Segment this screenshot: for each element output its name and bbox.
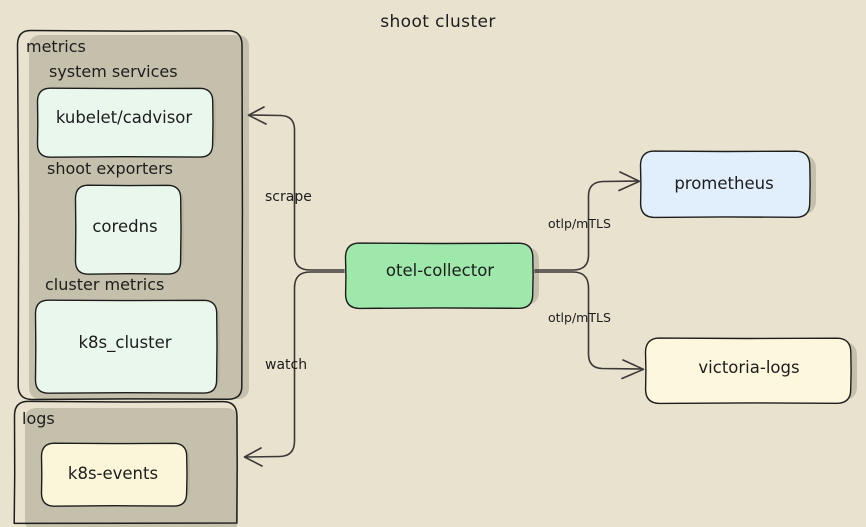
node-otel-box [344, 242, 534, 310]
node-kubelet-label: kubelet/cadvisor [56, 108, 193, 127]
node-prometheus[interactable]: prometheus [639, 150, 817, 219]
node-k8s-events[interactable]: k8s-events [40, 442, 191, 507]
edge-scrape [247, 106, 345, 271]
node-victoria-logs[interactable]: victoria-logs [644, 337, 858, 405]
edge-watch-line [245, 271, 345, 458]
edge-otlp-vl-arrowhead [621, 359, 645, 380]
node-victoria-box [644, 337, 852, 405]
group-metrics-outline [16, 29, 244, 401]
node-kubelet-box [36, 87, 214, 158]
edge-otlp-prom-line [534, 180, 639, 271]
edge-otlp-prom-label: otlp/mTLS [548, 216, 611, 231]
node-coredns-label: coredns [92, 217, 157, 236]
edge-watch-arrowhead [243, 447, 263, 467]
group-logs-label: logs [22, 409, 55, 428]
node-k8s-events-box [40, 442, 188, 507]
node-coredns[interactable]: coredns [74, 184, 185, 275]
node-victoria-label: victoria-logs [698, 358, 799, 377]
node-k8s-cluster-box [34, 299, 218, 394]
node-coredns-box [74, 184, 182, 275]
node-k8s-cluster[interactable]: k8s_cluster [34, 299, 221, 394]
edge-otlp-victoria [534, 271, 645, 380]
edge-scrape-arrowhead [247, 106, 267, 125]
edge-otlp-prometheus [534, 171, 641, 271]
node-k8s-events-label: k8s-events [68, 464, 158, 483]
edge-otlp-prom-arrowhead [618, 171, 641, 192]
sublabel-cluster-metrics: cluster metrics [45, 275, 164, 294]
edge-watch [243, 271, 345, 467]
sublabel-shoot-exporters: shoot exporters [47, 159, 173, 178]
diagram-title: shoot cluster [380, 12, 496, 32]
sublabel-system-services: system services [49, 62, 178, 81]
node-prometheus-box [639, 150, 811, 219]
node-otel-collector[interactable]: otel-collector [344, 242, 540, 310]
node-kubelet[interactable]: kubelet/cadvisor [36, 87, 217, 158]
node-otel-label: otel-collector [386, 261, 494, 280]
edge-scrape-line [249, 114, 345, 271]
group-metrics-label: metrics [26, 37, 86, 56]
edge-watch-label: watch [265, 357, 307, 373]
group-logs-outline [13, 400, 238, 525]
edge-scrape-label: scrape [265, 189, 312, 205]
node-k8s-cluster-label: k8s_cluster [78, 333, 171, 353]
edge-otlp-vl-line [534, 271, 643, 370]
node-prometheus-label: prometheus [674, 174, 773, 193]
edge-otlp-vl-label: otlp/mTLS [548, 310, 611, 325]
